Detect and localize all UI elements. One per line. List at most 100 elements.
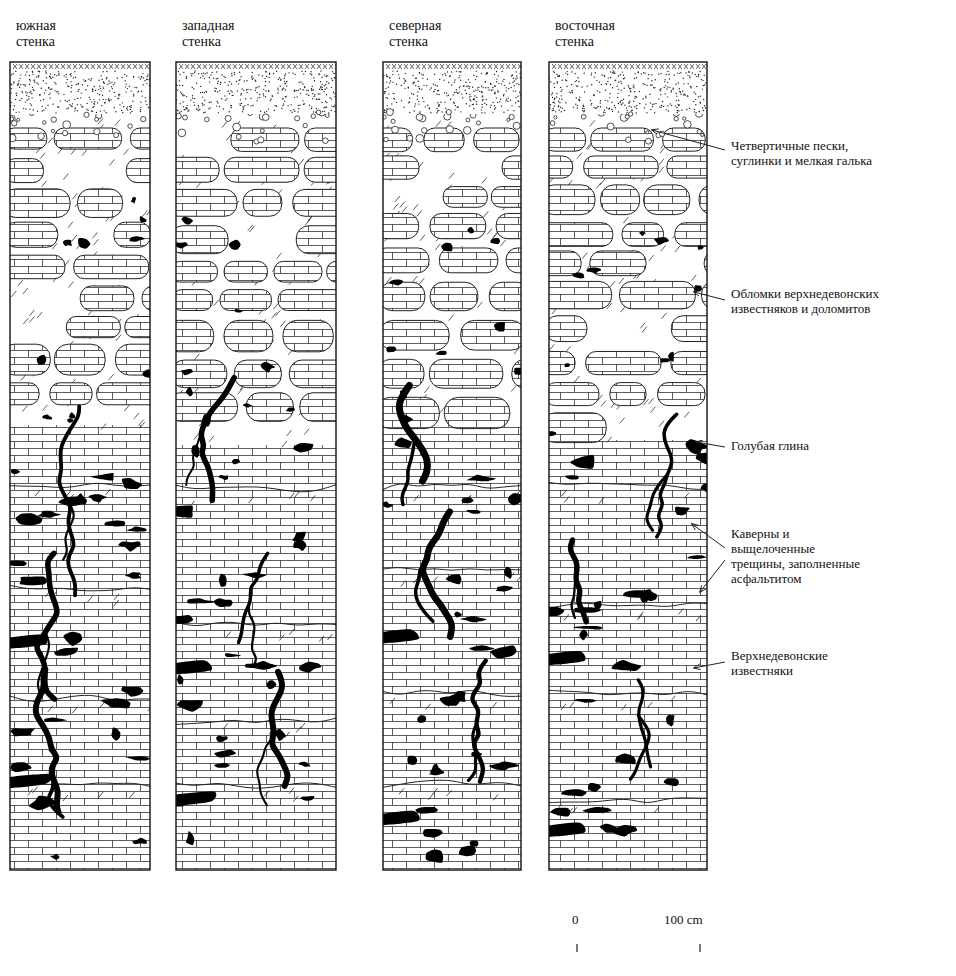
section-drawing-part bbox=[70, 87, 71, 88]
section-drawing-part bbox=[176, 261, 217, 282]
section-drawing-part bbox=[99, 86, 100, 87]
section-drawing-part bbox=[491, 187, 521, 208]
section-drawing-part bbox=[549, 383, 599, 406]
section-drawing-part bbox=[214, 300, 219, 306]
section-drawing-part bbox=[67, 85, 68, 86]
section-drawing-part bbox=[488, 64, 492, 69]
section-drawing-part bbox=[250, 105, 251, 106]
section-drawing-part bbox=[145, 101, 146, 102]
section-drawing-part bbox=[482, 64, 486, 69]
section-drawing-part bbox=[448, 95, 449, 96]
section-drawing-part bbox=[296, 726, 301, 732]
section-drawing-part bbox=[300, 88, 301, 89]
section-drawing-part bbox=[549, 62, 707, 870]
section-drawing-part bbox=[692, 72, 693, 73]
section-drawing-part bbox=[92, 110, 93, 111]
section-drawing-part bbox=[495, 85, 496, 86]
section-drawing-part bbox=[55, 64, 59, 69]
section-drawing-part bbox=[444, 92, 445, 93]
section-drawing-part bbox=[294, 90, 295, 91]
section-drawing-part bbox=[417, 98, 418, 99]
section-drawing-part bbox=[146, 83, 147, 84]
section-drawing-part bbox=[470, 96, 471, 97]
section-drawing-part bbox=[142, 370, 150, 378]
section-drawing-part bbox=[141, 90, 142, 91]
section-drawing-part bbox=[190, 99, 191, 100]
section-drawing-part bbox=[423, 512, 452, 637]
section-drawing-part bbox=[504, 567, 512, 579]
section-drawing-part bbox=[68, 100, 69, 101]
section-drawing-part bbox=[428, 64, 432, 69]
section-drawing-part bbox=[74, 99, 75, 100]
section-drawing-part bbox=[45, 70, 46, 71]
section-drawing-part bbox=[11, 121, 17, 127]
section-drawing-part bbox=[16, 513, 43, 525]
section-drawing-part bbox=[515, 90, 516, 91]
section-drawing-part bbox=[10, 62, 150, 870]
section-drawing-part bbox=[569, 702, 574, 708]
section-drawing-part bbox=[23, 108, 24, 109]
section-drawing-part bbox=[31, 105, 32, 106]
section-drawing-part bbox=[92, 89, 93, 90]
section-drawing-part bbox=[419, 72, 420, 73]
section-drawing-part bbox=[181, 216, 193, 224]
section-drawing-part bbox=[556, 81, 557, 82]
section-drawing-part bbox=[556, 93, 557, 94]
section-drawing-part bbox=[383, 248, 429, 273]
section-drawing-part bbox=[584, 91, 585, 92]
section-drawing-part bbox=[273, 73, 274, 74]
section-drawing-part bbox=[243, 189, 282, 216]
section-drawing-part bbox=[51, 88, 52, 89]
section-drawing-part bbox=[667, 86, 668, 87]
section-drawing-part bbox=[231, 83, 232, 84]
section-drawing-part bbox=[132, 101, 133, 102]
section-drawing-part bbox=[451, 84, 452, 85]
section-drawing-part bbox=[204, 112, 205, 113]
section-drawing-part bbox=[659, 421, 664, 427]
section-drawing-part bbox=[48, 706, 53, 712]
section-drawing-part bbox=[209, 436, 214, 442]
section-drawing-part bbox=[221, 64, 225, 69]
section-drawing-part bbox=[63, 174, 68, 180]
section-drawing-part bbox=[634, 78, 635, 79]
section-drawing-part bbox=[441, 243, 452, 251]
section-drawing-part bbox=[467, 85, 468, 86]
section-drawing-part bbox=[268, 77, 269, 78]
section-drawing-part bbox=[42, 181, 47, 187]
section-drawing-part bbox=[58, 497, 86, 506]
section-drawing-part bbox=[389, 82, 390, 83]
section-drawing-part bbox=[638, 71, 639, 72]
section-drawing-part bbox=[429, 107, 430, 108]
section-drawing-part bbox=[43, 80, 44, 81]
section-drawing-part bbox=[572, 92, 573, 93]
section-drawing-part bbox=[649, 398, 654, 404]
section-drawing-part bbox=[234, 72, 235, 73]
section-drawing-part bbox=[319, 636, 324, 642]
section-drawing-part bbox=[438, 105, 439, 106]
section-drawing-part bbox=[21, 375, 26, 381]
section-drawing-part bbox=[470, 841, 479, 848]
section-drawing-part bbox=[449, 76, 450, 77]
section-drawing-part bbox=[513, 110, 514, 111]
section-drawing-part bbox=[409, 97, 410, 98]
section-drawing-part bbox=[452, 64, 456, 69]
section-drawing-part bbox=[125, 83, 126, 84]
section-drawing-part bbox=[216, 71, 217, 72]
section-drawing-part bbox=[26, 95, 27, 96]
section-drawing-part bbox=[426, 85, 427, 86]
section-drawing-part bbox=[395, 196, 400, 202]
section-drawing-part bbox=[239, 64, 243, 69]
section-drawing-part bbox=[643, 83, 644, 84]
section-drawing-part bbox=[300, 93, 301, 94]
section-drawing-part bbox=[446, 92, 447, 93]
section-drawing-part bbox=[20, 74, 21, 75]
section-drawing-part bbox=[481, 112, 482, 113]
section-drawing-part bbox=[383, 502, 393, 508]
section-drawing-part bbox=[18, 280, 23, 286]
section-drawing-part bbox=[428, 794, 433, 800]
section-drawing-part bbox=[460, 111, 461, 112]
section-drawing-part bbox=[402, 438, 415, 504]
section-drawing-part bbox=[294, 90, 295, 91]
section-drawing-part bbox=[392, 70, 393, 71]
section-drawing-part bbox=[494, 74, 495, 75]
